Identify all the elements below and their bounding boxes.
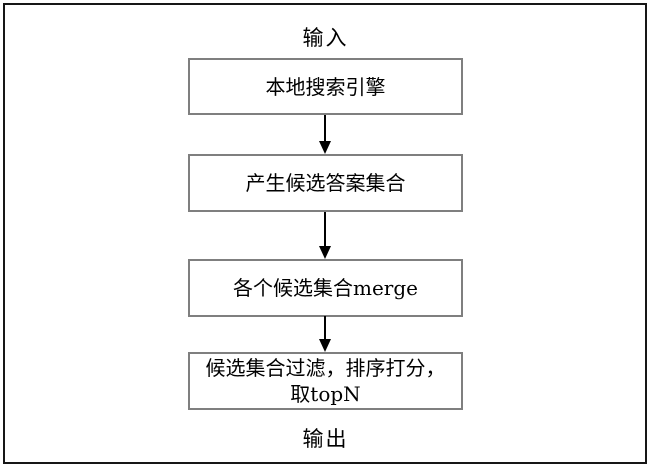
output-label: 输出 <box>302 427 349 451</box>
arrow-line <box>324 316 326 339</box>
arrow-line <box>324 212 326 246</box>
flow-arrow-1 <box>318 115 332 154</box>
arrow-line <box>324 115 326 141</box>
flow-arrow-2 <box>318 212 332 259</box>
process-box-generate-candidates: 产生候选答案集合 <box>188 154 463 212</box>
process-box-merge-candidates: 各个候选集合merge <box>188 259 463 317</box>
arrow-down-icon <box>319 339 331 352</box>
arrow-down-icon <box>319 246 331 259</box>
process-box-local-search-engine: 本地搜索引擎 <box>188 58 463 115</box>
arrow-down-icon <box>319 141 331 154</box>
flow-arrow-3 <box>318 316 332 352</box>
process-box-filter-rank-topn: 候选集合过滤，排序打分， 取topN <box>188 352 463 410</box>
input-label: 输入 <box>302 26 349 50</box>
